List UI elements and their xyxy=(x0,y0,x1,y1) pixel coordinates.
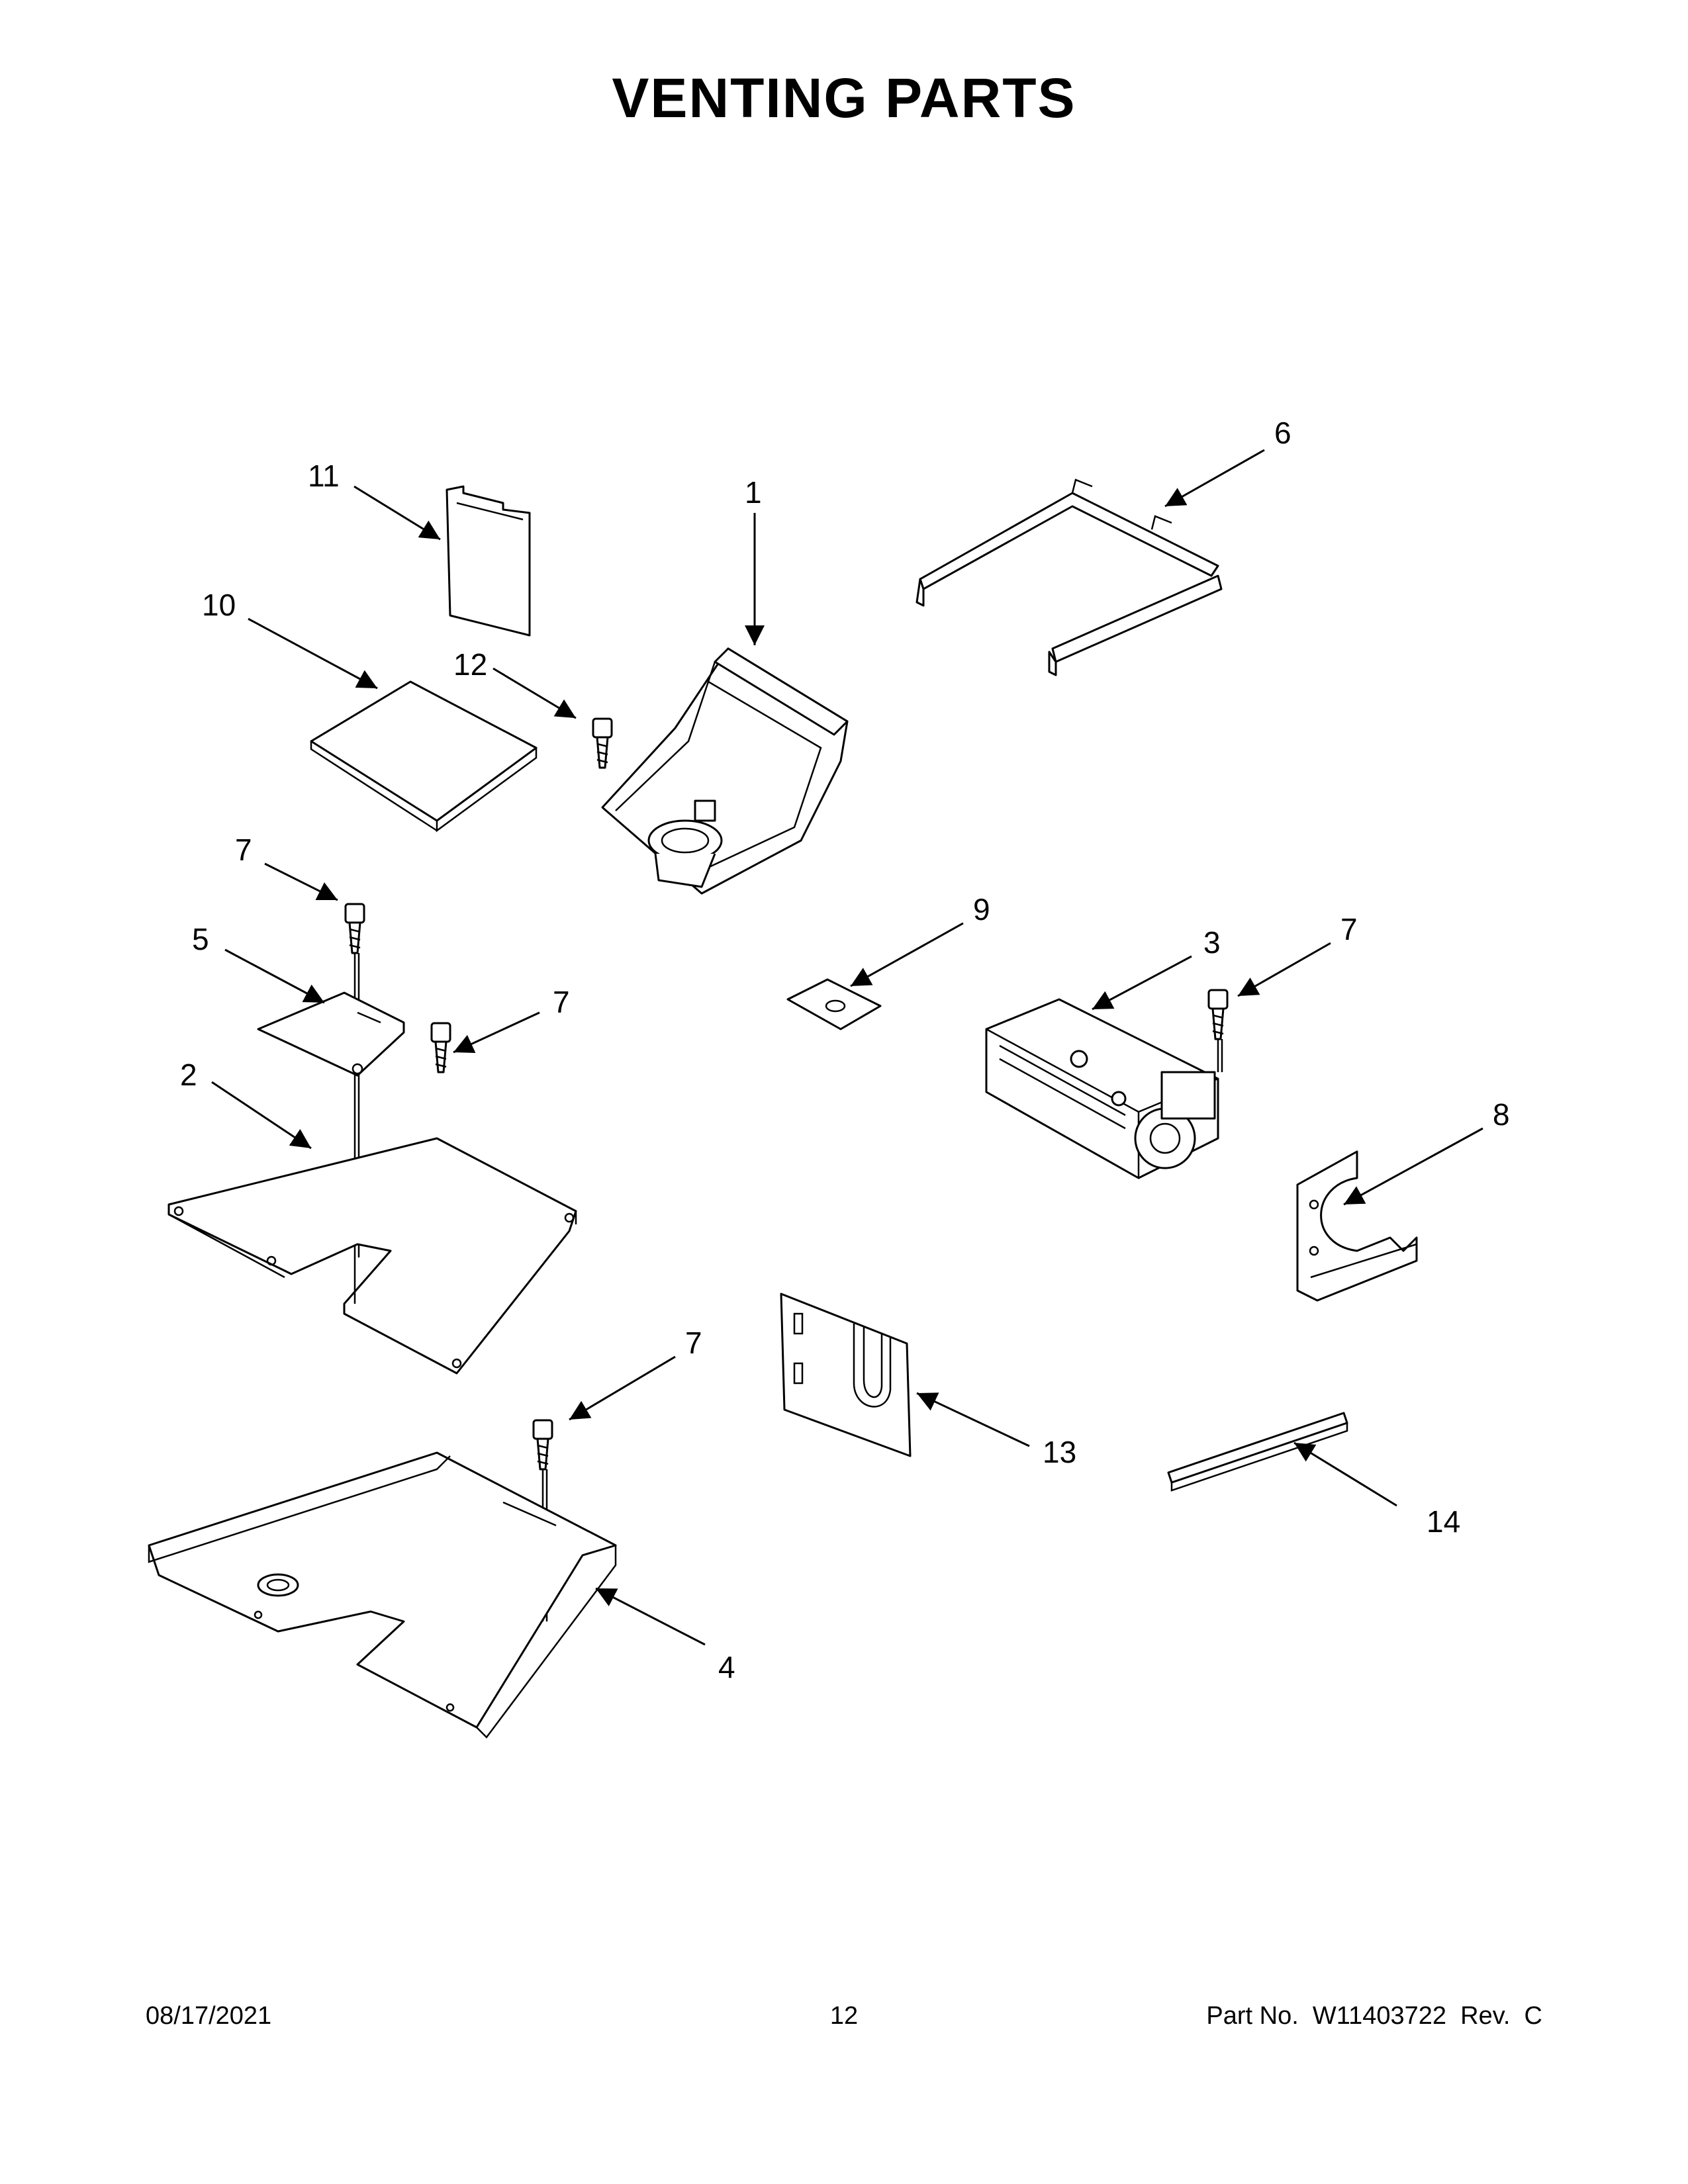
callout-5: 5 xyxy=(192,922,209,956)
callout-7-d: 7 xyxy=(685,1326,702,1360)
callout-7-a: 7 xyxy=(235,833,252,867)
part-6-frame xyxy=(915,478,1223,676)
footer-page-number: 12 xyxy=(829,2002,859,2030)
part-2-large-panel xyxy=(167,1137,577,1375)
part-11-panel xyxy=(445,485,531,637)
callout-4: 4 xyxy=(718,1650,735,1684)
part-7-screw-b xyxy=(430,1022,451,1073)
part-9-small-plate xyxy=(786,978,882,1030)
part-14-strip xyxy=(1167,1412,1348,1492)
footer-date: 08/17/2021 xyxy=(146,2002,272,2030)
callout-10: 10 xyxy=(202,588,236,622)
callout-9: 9 xyxy=(973,892,990,927)
part-12-screw xyxy=(592,717,613,769)
callout-7-b: 7 xyxy=(553,985,570,1019)
callout-14: 14 xyxy=(1427,1504,1460,1539)
callout-3: 3 xyxy=(1203,925,1221,960)
part-10-cover-plate xyxy=(310,680,538,833)
part-7-screw-c xyxy=(1207,989,1229,1072)
part-13-u-bracket xyxy=(780,1293,912,1457)
callout-6: 6 xyxy=(1274,416,1291,450)
part-4-base-pan xyxy=(148,1451,617,1739)
part-3-blower-assembly xyxy=(985,998,1219,1179)
callout-1: 1 xyxy=(745,475,762,510)
callout-labels: 11 1 6 10 12 7 5 7 2 9 3 7 8 7 13 14 4 xyxy=(180,416,1510,1684)
part-1-vent-housing xyxy=(601,647,849,895)
callout-8: 8 xyxy=(1493,1097,1510,1132)
part-8-curved-bracket xyxy=(1296,1150,1418,1302)
callout-12: 12 xyxy=(453,647,487,682)
page-title: VENTING PARTS xyxy=(612,67,1076,129)
footer-part-number: Part No. W11403722 Rev. C xyxy=(1206,2002,1542,2030)
callout-7-c: 7 xyxy=(1340,912,1358,946)
callout-11: 11 xyxy=(308,459,340,493)
callout-13: 13 xyxy=(1043,1435,1076,1469)
leader-lines xyxy=(211,449,1483,1646)
part-5-bracket-plate xyxy=(257,991,405,1077)
callout-2: 2 xyxy=(180,1058,197,1092)
